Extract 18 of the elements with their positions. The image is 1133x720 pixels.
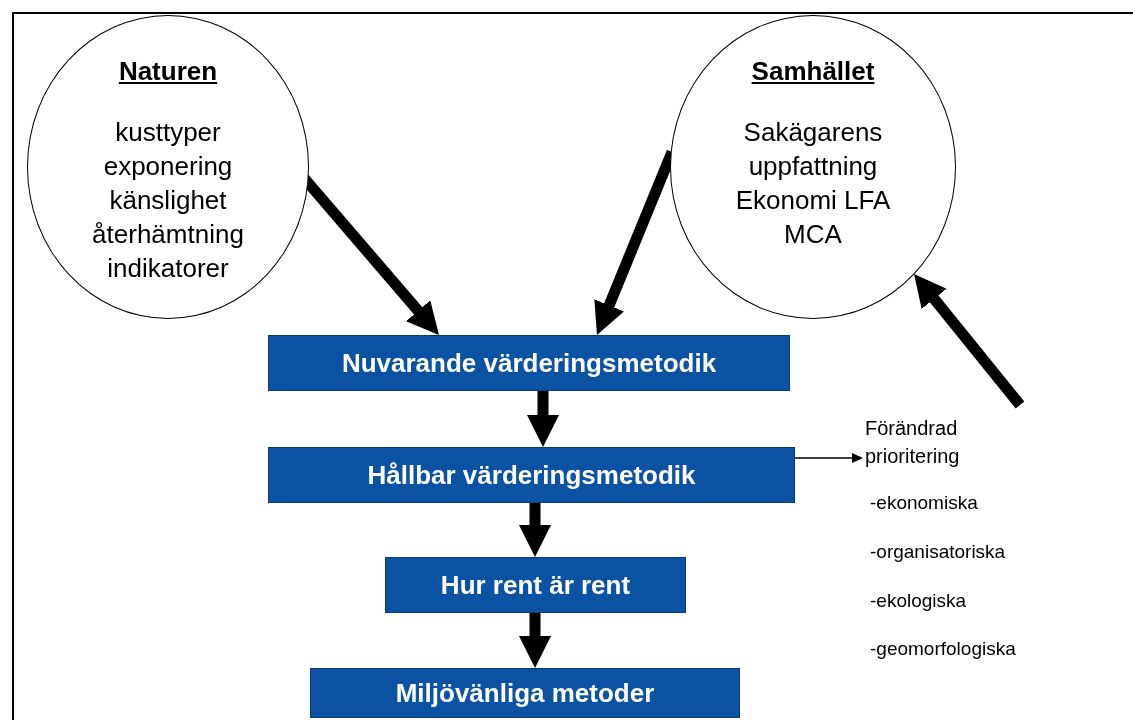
arrow: [914, 274, 1025, 409]
list-item: -ekologiska: [870, 590, 967, 612]
circle-text: Sakägarens uppfattning Ekonomi LFA MCA: [734, 116, 892, 251]
list-item: -ekonomiska: [870, 492, 978, 514]
circle-heading: Naturen: [118, 56, 218, 87]
side-note: Förändrad prioritering: [865, 414, 1005, 470]
circle-text: kusttyper exponering känslighet återhämtning indikatorer: [91, 116, 245, 285]
process-box: Miljövänliga metoder: [310, 668, 740, 718]
circle-heading: Samhället: [751, 56, 875, 87]
process-box: Hur rent är rent: [385, 557, 686, 613]
process-box: Hållbar värderingsmetodik: [268, 447, 795, 503]
list-item: -organisatoriska: [870, 541, 1006, 563]
arrow: [519, 503, 551, 557]
process-box: Nuvarande värderingsmetodik: [268, 335, 790, 391]
arrow: [519, 613, 551, 668]
arrow: [527, 391, 559, 447]
list-item: -geomorfologiska: [870, 638, 1016, 660]
arrow: [794, 453, 863, 463]
